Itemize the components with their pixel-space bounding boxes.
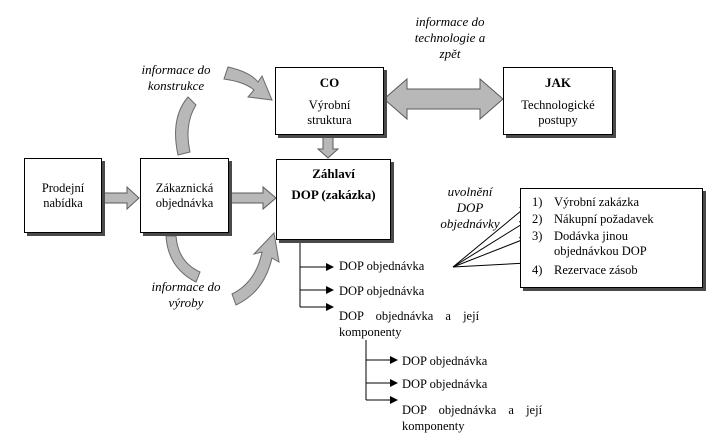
- tree-l1-item-1: DOP objednávka: [339, 259, 425, 273]
- option-1-num: 1): [532, 195, 543, 209]
- curved-arrow-konstrukce: [175, 96, 197, 156]
- option-3-text: Dodávka jinou: [554, 229, 628, 243]
- jak-technologicke-postupy-box: JAK Technologické postupy: [503, 67, 613, 135]
- note-konstrukce-line-1: informace do: [141, 62, 211, 77]
- release-options-box: [520, 188, 703, 288]
- note-technologie-line-1: informace do: [415, 14, 485, 29]
- tree-l2-component-line-2: komponenty: [402, 419, 465, 433]
- arrow-co-jak-bidirectional: [383, 77, 504, 121]
- zakaznicka-line-2: objednávka: [155, 195, 214, 210]
- option-4-num: 4): [532, 263, 543, 277]
- note-vyroby-line-1: informace do: [151, 279, 221, 294]
- zakaznicka-line-1: Zákaznická: [155, 180, 214, 195]
- co-line-2: struktura: [307, 112, 352, 127]
- prodejni-line-1: Prodejní: [41, 180, 85, 195]
- option-3-text-2: objednávkou DOP: [554, 244, 647, 258]
- note-technologie-line-2: technologie a: [414, 30, 486, 45]
- note-informace-do-konstrukce: informace do konstrukce: [128, 62, 224, 94]
- co-vyrobni-struktura-box: CO Výrobní struktura: [275, 67, 384, 135]
- tree-l1-component-line-2: komponenty: [339, 325, 402, 339]
- note-uvolneni-line-1: uvolnění: [447, 184, 493, 199]
- tree-l2-item-2: DOP objednávka: [402, 377, 488, 391]
- option-2-num: 2): [532, 212, 543, 226]
- prodejni-line-2: nabídka: [43, 195, 83, 210]
- jak-title: JAK: [545, 74, 571, 90]
- note-konstrukce-line-2: konstrukce: [147, 78, 205, 93]
- note-uvolneni-dop-objednavky: uvolnění DOP objednávky: [432, 184, 508, 232]
- note-informace-do-technologie: informace do technologie a zpět: [400, 14, 500, 62]
- zahlavi-title: Záhlaví: [312, 166, 355, 181]
- tree-l1-item-2: DOP objednávka: [339, 284, 425, 298]
- option-4-text: Rezervace zásob: [554, 263, 638, 277]
- fan-arrow-2: [452, 220, 528, 268]
- curved-arrow-to-zahlavi: [231, 231, 280, 306]
- tree-l2-component-line-1: DOP objednávka a její: [402, 403, 543, 417]
- note-vyroby-line-2: výroby: [168, 295, 204, 310]
- fan-arrow-1: [452, 205, 528, 268]
- prodejni-nabidka-box: Prodejní nabídka: [24, 158, 102, 233]
- arrow-zakaznicka-to-zahlavi: [228, 185, 277, 211]
- curved-arrow-vyroby: [165, 235, 201, 283]
- jak-line-1: Technologické: [521, 97, 595, 112]
- option-1-text: Výrobní zakázka: [554, 195, 640, 209]
- fan-arrow-4: [452, 259, 528, 268]
- co-line-1: Výrobní: [308, 97, 351, 112]
- zakaznicka-objednavka-box: Zákaznická objednávka: [140, 158, 229, 233]
- jak-line-2: postupy: [538, 112, 578, 127]
- note-uvolneni-line-3: objednávky: [440, 216, 500, 231]
- note-technologie-line-3: zpět: [439, 46, 461, 61]
- option-3-num: 3): [532, 229, 543, 243]
- option-2-text: Nákupní požadavek: [554, 212, 654, 226]
- tree-l2-item-1: DOP objednávka: [402, 354, 488, 368]
- zahlavi-dop-zakazka-box: Záhlaví DOP (zakázka): [276, 159, 391, 240]
- tree-l1-component-line-1: DOP objednávka a její: [339, 309, 480, 323]
- fan-arrow-3: [452, 236, 528, 268]
- arrow-prodejni-to-zakaznicka: [100, 185, 140, 211]
- curved-arrow-to-co: [223, 66, 273, 101]
- note-uvolneni-line-2: DOP: [456, 200, 484, 215]
- note-informace-do-vyroby: informace do výroby: [138, 279, 234, 311]
- zahlavi-subtitle: DOP (zakázka): [291, 187, 376, 202]
- co-title: CO: [319, 74, 340, 90]
- arrow-co-to-zahlavi: [316, 134, 340, 159]
